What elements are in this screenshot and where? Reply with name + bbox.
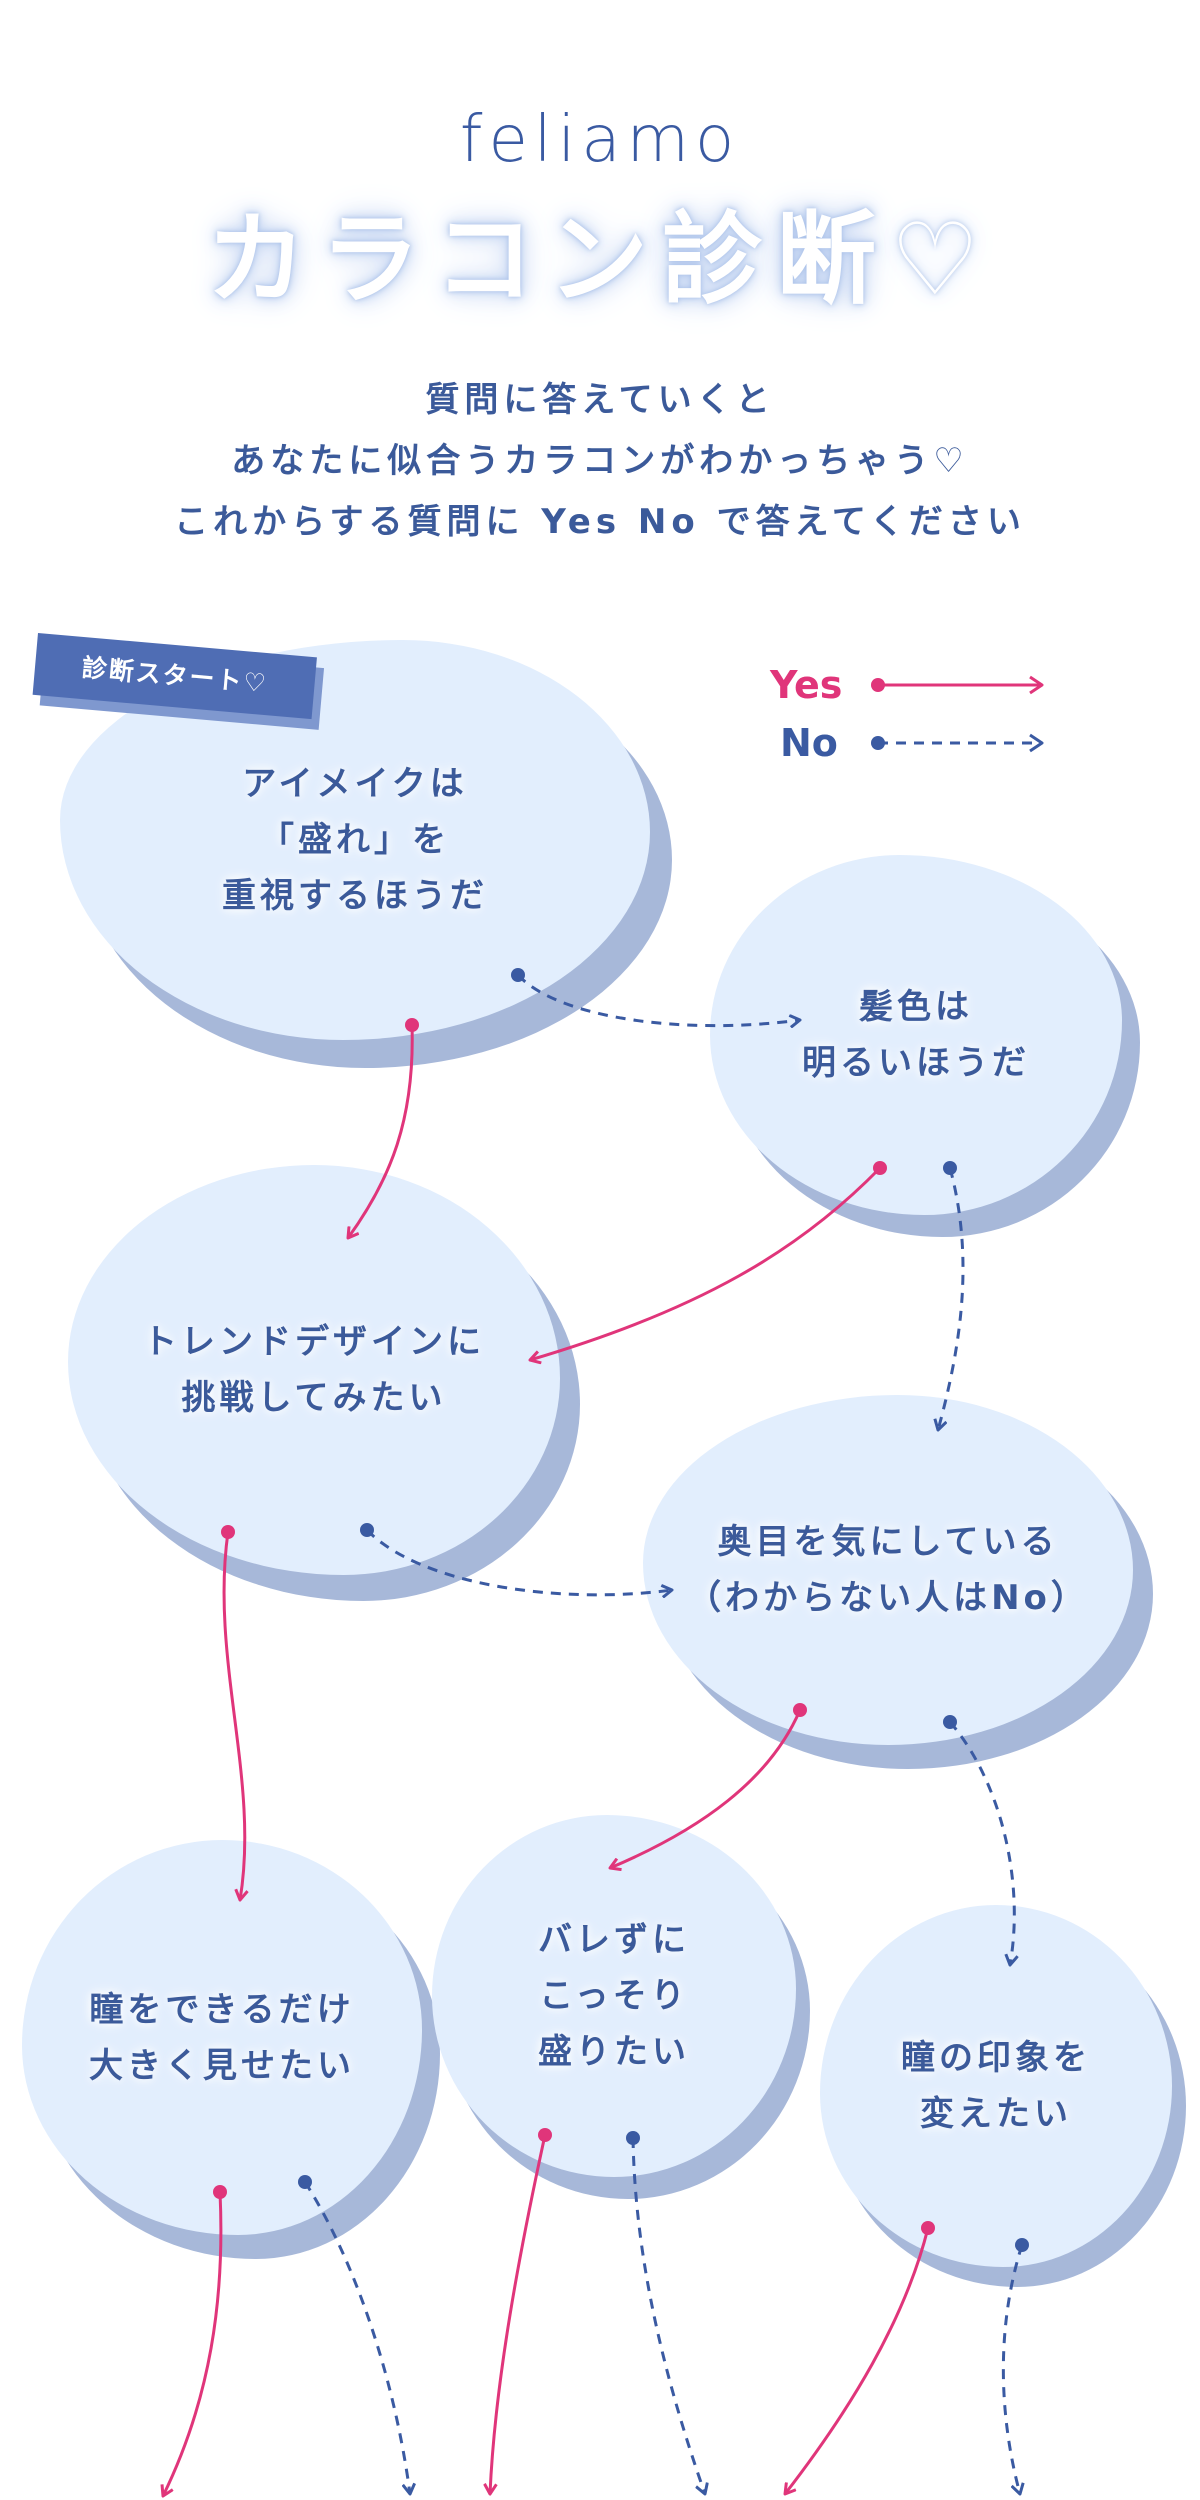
legend-no-arrow-icon [871,733,1044,753]
question-bubble-q7: 瞳の印象を 変えたい [820,1905,1188,2290]
question-bubble-q6: バレずに こっそり 盛りたい [432,1815,812,2201]
question-text: 瞳をできるだけ 大きく見せたい [89,1989,355,2086]
intro-line: 質問に答えていくと [425,380,775,420]
question-bubble-q2: 髪色は 明るいほうだ [710,855,1142,1240]
question-bubble-q3: トレンドデザインに 挑戦してみたい [68,1165,580,1605]
question-bubble-q4: 奥目を気にしている （わからない人はNo） [643,1395,1153,1770]
question-text: 奥目を気にしている （わからない人はNo） [687,1522,1089,1618]
question-text: アイメイクは 「盛れ」を 重視するほうだ [222,764,488,916]
question-bubble-q1: アイメイクは 「盛れ」を 重視するほうだ [60,640,672,1070]
brand-logo: feliamo [459,103,741,177]
legend-yes: Yes [770,665,1060,705]
question-text: 髪色は 明るいほうだ [802,987,1030,1083]
question-bubble-q5: 瞳をできるだけ 大きく見せたい [22,1840,440,2260]
legend-no: No [770,723,1060,763]
question-text: バレずに こっそり 盛りたい [538,1920,690,2072]
legend-no-label: No [780,721,838,765]
question-text: 瞳の印象を 変えたい [901,2038,1091,2134]
legend-yes-label: Yes [770,663,843,707]
page-title: カラコン診断♡ [206,201,994,318]
legend-yes-arrow-icon [871,675,1044,695]
question-text: トレンドデザインに 挑戦してみたい [143,1322,485,1418]
intro-line: これからする質問に Yes No で答えてください [174,502,1026,542]
intro-line: あなたに似合うカラコンがわかっちゃう♡ [231,441,969,481]
intro-text: 質問に答えていくと あなたに似合うカラコンがわかっちゃう♡ これからする質問に … [0,370,1200,553]
